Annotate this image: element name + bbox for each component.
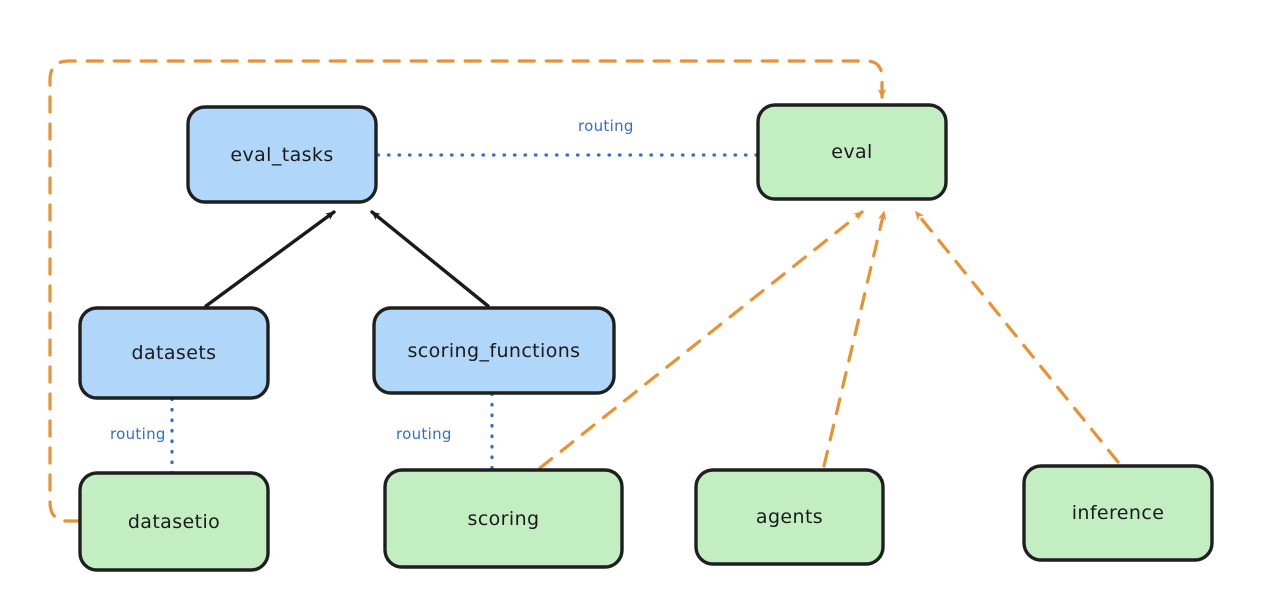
node-scoring[interactable] [383, 468, 624, 569]
node-eval[interactable] [756, 103, 948, 201]
node-agents[interactable] [694, 468, 885, 566]
edge-label-routing-datasetio: routing [110, 425, 166, 443]
dependency-edges [48, 59, 1120, 523]
edge-scoring-to-eval [538, 210, 864, 470]
edge-label-routing-scoring: routing [396, 425, 452, 443]
node-datasetio[interactable] [78, 471, 270, 572]
node-scoring-functions[interactable] [372, 306, 616, 395]
edge-inference-to-eval [914, 210, 1120, 464]
routing-edges [170, 153, 759, 475]
edge-datasets-to-eval-tasks [204, 210, 336, 308]
edge-datasetio-to-eval [48, 59, 887, 523]
node-inference[interactable] [1022, 464, 1214, 562]
uses-edges [204, 210, 490, 308]
nodes [78, 103, 1214, 572]
edge-scoring-functions-to-eval-tasks [370, 210, 490, 308]
edge-agents-to-eval [822, 210, 887, 468]
node-eval-tasks[interactable] [186, 105, 378, 204]
edge-label-routing-eval: routing [578, 117, 634, 135]
node-datasets[interactable] [78, 306, 270, 400]
